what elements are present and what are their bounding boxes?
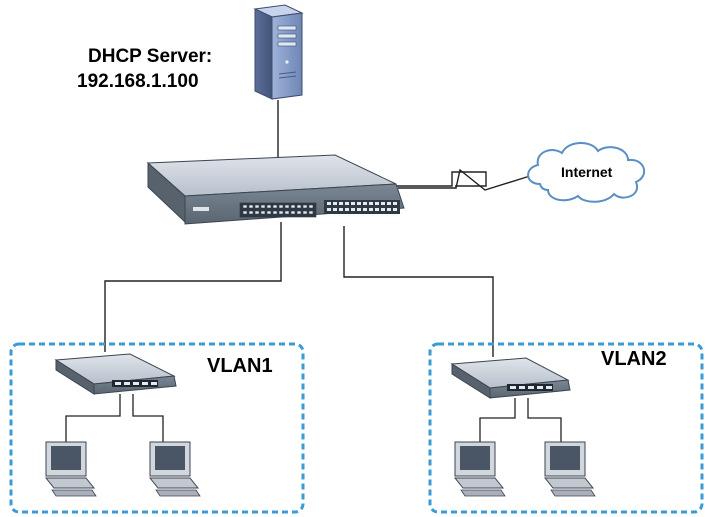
switch-port [537, 386, 543, 389]
vlan1-pc-2[interactable] [148, 441, 201, 497]
switch-port [333, 208, 337, 211]
switch-port [260, 204, 266, 209]
switch-port [363, 202, 367, 205]
vlan2-pc-1[interactable] [453, 441, 506, 497]
vlan2-pc-2[interactable] [543, 441, 596, 497]
vlan1-group: VLAN1 [9, 342, 305, 514]
core-switch-ports-left [239, 202, 317, 218]
connection-lines [104, 100, 531, 357]
switch-port [272, 210, 278, 215]
switch-port [393, 202, 397, 205]
switch-port [519, 386, 525, 389]
server-vent-2 [278, 75, 297, 79]
vlan2-group: VLAN2 [428, 342, 704, 514]
server-power-light [285, 60, 289, 64]
switch-port [278, 210, 284, 215]
switch-port [242, 210, 248, 215]
link-core-switch-to-internet [396, 171, 487, 187]
vlan2-boundary [428, 342, 704, 514]
link-core-to-vlan1-switch [104, 222, 282, 352]
switch-port [387, 208, 391, 211]
switch-port [124, 382, 130, 385]
server-drive-bay-2 [277, 33, 297, 39]
vlan1-pc-1[interactable] [44, 441, 97, 497]
switch-port [510, 386, 516, 389]
switch-port [290, 204, 296, 209]
switch-port [345, 202, 349, 205]
switch-port [266, 210, 272, 215]
server-drive-bay-1 [277, 25, 297, 31]
server-drive-bay-3 [277, 41, 297, 47]
link-core-to-vlan2-switch [343, 226, 494, 357]
switch-port [302, 204, 308, 209]
switch-port [296, 210, 302, 215]
vlan2-label: VLAN2 [601, 348, 667, 370]
switch-port [381, 208, 385, 211]
switch-port [284, 204, 290, 209]
dhcp-server-label-line1: DHCP Server: [88, 46, 212, 67]
dhcp-server-label-line2: 192.168.1.100 [77, 71, 199, 92]
switch-port [375, 202, 379, 205]
switch-port [115, 382, 121, 385]
switch-port [142, 382, 148, 385]
core-switch-ports-right [324, 200, 400, 214]
vlan2-pc-links [479, 398, 562, 446]
switch-port [248, 210, 254, 215]
switch-port [133, 382, 139, 385]
switch-port [381, 202, 385, 205]
switch-port [260, 210, 266, 215]
switch-port [528, 386, 534, 389]
switch-port [248, 204, 254, 209]
switch-port [308, 210, 314, 215]
switch-port [327, 202, 331, 205]
vlan1-boundary [9, 342, 305, 514]
switch-port [369, 208, 373, 211]
link-internet-line [398, 168, 531, 191]
switch-port [363, 208, 367, 211]
vlan1-label: VLAN1 [207, 355, 273, 377]
switch-port [290, 210, 296, 215]
core-switch[interactable] [146, 154, 405, 225]
server-vent [278, 71, 297, 75]
switch-port [254, 210, 260, 215]
vlan1-pc-links [65, 394, 164, 446]
switch-port [357, 208, 361, 211]
internet-label: Internet [561, 164, 613, 180]
switch-port [387, 202, 391, 205]
switch-port [254, 204, 260, 209]
dhcp-server[interactable] [253, 4, 304, 100]
switch-port [242, 204, 248, 209]
switch-port [272, 204, 278, 209]
switch-port [278, 204, 284, 209]
switch-port [351, 202, 355, 205]
switch-port [351, 208, 355, 211]
switch-port [339, 208, 343, 211]
server-front [254, 8, 273, 100]
switch-port [339, 202, 343, 205]
switch-port [327, 208, 331, 211]
switch-port [375, 208, 379, 211]
switch-port [151, 382, 157, 385]
switch-port [393, 208, 397, 211]
switch-port [296, 204, 302, 209]
switch-port [345, 208, 349, 211]
switch-port [266, 204, 272, 209]
vlan2-switch[interactable] [450, 357, 571, 399]
switch-port [308, 204, 314, 209]
switch-port [333, 202, 337, 205]
switch-port [357, 202, 361, 205]
vlan1-switch[interactable] [54, 353, 177, 395]
switch-port [284, 210, 290, 215]
switch-port [546, 386, 552, 389]
switch-port [369, 202, 373, 205]
cloud-shape [527, 142, 646, 203]
core-switch-logo [193, 207, 209, 211]
internet-cloud[interactable]: Internet [527, 142, 646, 203]
switch-port [302, 210, 308, 215]
